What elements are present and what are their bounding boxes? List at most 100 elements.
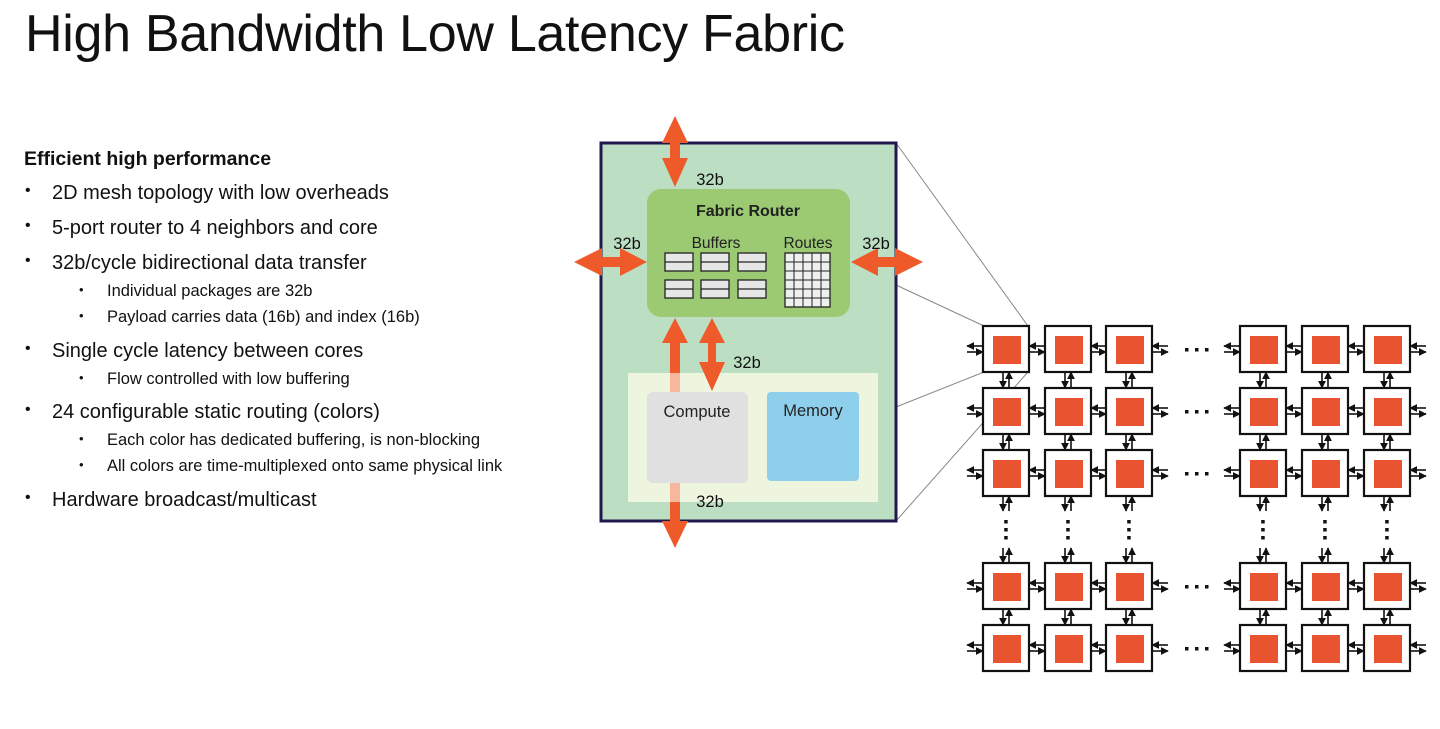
sub-bullet-item: Flow controlled with low buffering [52, 370, 584, 390]
pe-core [1312, 635, 1340, 663]
pe-core [1055, 398, 1083, 426]
bullet-item: Hardware broadcast/multicast [24, 488, 584, 512]
buffer-icons [664, 252, 767, 299]
mesh-row-links [966, 641, 1427, 655]
mesh-pe [1043, 386, 1093, 436]
bullet-text: 32b/cycle bidirectional data transfer [52, 252, 367, 274]
pe-core [1312, 398, 1340, 426]
top-link-width: 32b [696, 171, 724, 189]
buffer-icon [737, 279, 767, 299]
mesh-grid [966, 324, 1427, 673]
pe-core [1312, 336, 1340, 364]
mesh-pe [1300, 386, 1350, 436]
compute-block [647, 392, 748, 483]
router-title: Fabric Router [696, 203, 800, 220]
right-link-width: 32b [862, 235, 890, 253]
pe-core [1055, 336, 1083, 364]
memory-block [767, 392, 859, 481]
mesh-pe [1043, 561, 1093, 611]
mesh-pe [1300, 561, 1350, 611]
left-link-width: 32b [613, 235, 641, 253]
bullet-item: 2D mesh topology with low overheads [24, 181, 584, 205]
pe-core [1055, 635, 1083, 663]
mesh-vertical-ellipsis [1066, 520, 1070, 540]
pe-core [1374, 460, 1402, 488]
bottom-link-width: 32b [696, 493, 724, 511]
mesh-pe [1043, 623, 1093, 673]
pe-core [1116, 635, 1144, 663]
mesh-vertical-ellipsis [1004, 520, 1008, 540]
pe-core [1374, 398, 1402, 426]
mesh-pe [1300, 623, 1350, 673]
sub-bullet-item: Payload carries data (16b) and index (16… [52, 308, 584, 328]
mesh-pe [1238, 324, 1288, 374]
pe-core [1116, 573, 1144, 601]
slide-title: High Bandwidth Low Latency Fabric [25, 5, 845, 63]
bullet-item: 24 configurable static routing (colors) E… [24, 400, 584, 477]
bullet-item: 32b/cycle bidirectional data transferInd… [24, 251, 584, 328]
sub-bullet-item: Each color has dedicated buffering, is n… [52, 431, 584, 451]
mesh-pe [1104, 324, 1154, 374]
mesh-pe [981, 448, 1031, 498]
bullet-item: 5-port router to 4 neighbors and core [24, 216, 584, 240]
mesh-pe [1362, 623, 1412, 673]
pe-core [1055, 460, 1083, 488]
pe-core [993, 398, 1021, 426]
mesh-horizontal-ellipsis [1185, 410, 1209, 414]
pe-core [1250, 460, 1278, 488]
pe-core [993, 635, 1021, 663]
mesh-pe [1238, 561, 1288, 611]
mesh-pe [1104, 386, 1154, 436]
passthrough-arrow-top [662, 318, 688, 373]
mesh-vertical-ellipsis [1385, 520, 1389, 540]
pe-core [1116, 398, 1144, 426]
mesh-pe [1300, 448, 1350, 498]
right-link-arrow [851, 248, 923, 276]
bullet-text: Hardware broadcast/multicast [52, 488, 317, 511]
mesh-column-links [1256, 371, 1270, 626]
mesh-column-links [1061, 371, 1075, 626]
sub-bullet-item: All colors are time-multiplexed onto sam… [52, 457, 584, 477]
pe-core [1374, 336, 1402, 364]
bullet-text: 24 configurable static routing (colors) [52, 401, 380, 424]
mesh-column-links [1380, 371, 1394, 626]
pe-core [993, 336, 1021, 364]
pe-core [1374, 635, 1402, 663]
pe-core [1250, 336, 1278, 364]
mesh-pe [1238, 448, 1288, 498]
mesh-pe [1043, 324, 1093, 374]
bullet-list: 2D mesh topology with low overheads 5-por… [24, 181, 584, 512]
bullet-text: 5-port router to 4 neighbors and core [52, 217, 378, 239]
mesh-horizontal-ellipsis [1185, 472, 1209, 476]
top-link-arrow [662, 116, 688, 187]
pe-core [1116, 460, 1144, 488]
pe-core [1312, 460, 1340, 488]
buffer-icon [737, 252, 767, 272]
pe-core [1374, 573, 1402, 601]
mesh-horizontal-ellipsis [1185, 585, 1209, 589]
pe-core [1250, 573, 1278, 601]
bullet-item: Single cycle latency between coresFlow c… [24, 339, 584, 390]
buffer-icon [664, 279, 694, 299]
mesh-row-links [966, 579, 1427, 593]
mesh-horizontal-ellipsis [1185, 348, 1209, 352]
sub-bullet-item: Individual packages are 32b [52, 282, 584, 302]
section-heading: Efficient high performance [24, 148, 272, 170]
mesh-pe [981, 324, 1031, 374]
pe-core [1116, 336, 1144, 364]
mesh-pe [1238, 386, 1288, 436]
left-link-arrow [574, 248, 647, 276]
feature-list-panel: Efficient high performance 2D mesh topol… [24, 148, 584, 523]
pe-core [993, 460, 1021, 488]
core-link-width: 32b [733, 354, 761, 372]
mesh-column-links [1122, 371, 1136, 626]
mesh-horizontal-ellipsis [1185, 647, 1209, 651]
pe-core [1250, 635, 1278, 663]
memory-label: Memory [783, 402, 843, 420]
mesh-pe [1362, 561, 1412, 611]
mesh-pe [1104, 561, 1154, 611]
mesh-pe [1362, 448, 1412, 498]
pe-core [1312, 573, 1340, 601]
link-arrows [574, 116, 923, 548]
